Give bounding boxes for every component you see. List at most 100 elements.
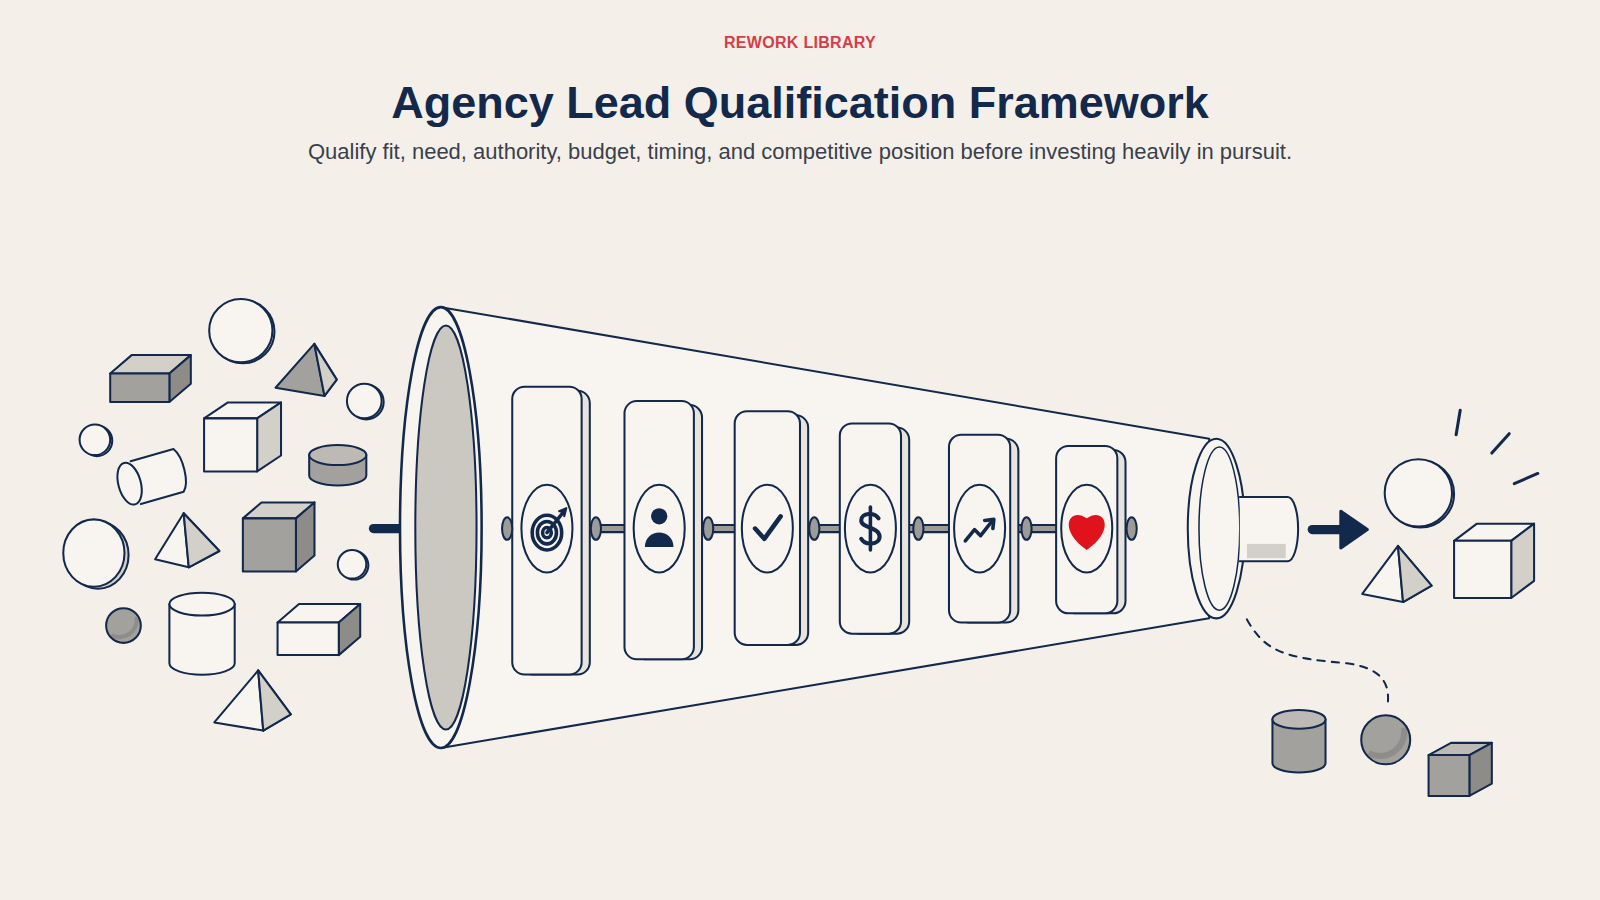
cylinder-shape	[169, 593, 234, 675]
icon-disc	[1061, 485, 1112, 573]
shape-stroke	[110, 373, 169, 402]
circle-outline	[338, 550, 367, 579]
shape-stroke	[184, 513, 220, 567]
panel-front	[840, 423, 901, 633]
dollar-bar	[869, 507, 873, 550]
person-head	[651, 508, 667, 524]
circle-shape	[80, 424, 113, 456]
sphere-body	[106, 608, 141, 643]
trend-line	[965, 521, 992, 540]
shape-stroke	[243, 518, 296, 571]
cube-shape	[1429, 743, 1492, 796]
library-label: REWORK LIBRARY	[0, 0, 1600, 52]
spark-stroke	[1456, 410, 1460, 434]
filter-panel	[840, 423, 909, 633]
filter-panel	[735, 411, 808, 645]
funnel-body	[441, 307, 1209, 748]
filter-panel	[624, 401, 702, 659]
nozzle-shade	[1247, 544, 1286, 558]
shape-stroke	[169, 355, 190, 402]
reject-path	[1247, 619, 1388, 704]
funnel-mouth-inner	[415, 326, 476, 730]
trend-arrowhead	[985, 519, 994, 528]
funnel-outlet-rim	[1188, 439, 1245, 619]
circle-shape	[338, 550, 369, 580]
cylinder-shape	[309, 445, 366, 485]
person-body	[645, 532, 674, 547]
cube-shape	[204, 402, 281, 471]
circle-outline	[80, 424, 111, 455]
shape-stroke	[296, 502, 315, 571]
panel-front	[735, 411, 800, 645]
pyramid-shape	[214, 670, 291, 730]
shape-stroke	[1398, 546, 1432, 602]
sphere-shape	[106, 608, 141, 643]
shape-stroke	[1429, 755, 1470, 796]
check-mark	[755, 516, 781, 538]
shape-stroke	[1511, 524, 1534, 598]
header: REWORK LIBRARY Agency Lead Qualification …	[0, 0, 1600, 167]
panel-front	[1056, 446, 1117, 613]
circle-outline	[209, 299, 272, 362]
circle-outline	[1385, 459, 1452, 526]
shape-stroke	[258, 670, 291, 730]
cube-shape	[243, 502, 315, 571]
rod-collar	[809, 517, 819, 539]
shape-stroke	[1454, 541, 1511, 598]
icon-disc	[954, 485, 1005, 573]
cylinder-shape	[1272, 710, 1325, 772]
filter-panel	[949, 435, 1018, 623]
sphere-shade	[111, 617, 136, 637]
cylinder-shape	[63, 519, 128, 588]
circle-shape	[209, 299, 274, 363]
filter-panel	[1056, 446, 1125, 613]
rod-collar	[591, 517, 601, 539]
shape-stroke	[204, 418, 257, 471]
sphere-body	[1361, 715, 1410, 764]
spark-lines	[1456, 410, 1538, 483]
qualification-funnel	[400, 307, 1298, 748]
rod-collar	[502, 517, 512, 539]
shape-stroke	[155, 513, 219, 567]
spark-stroke	[1514, 473, 1537, 483]
pyramid-shape	[1362, 546, 1431, 602]
pyramid-shape	[155, 513, 219, 567]
shape-stroke	[339, 604, 360, 655]
shape-stroke	[278, 622, 339, 655]
cylinder-top	[1272, 710, 1325, 729]
sphere-shade	[1369, 728, 1405, 757]
cylinder-end	[113, 460, 146, 507]
sphere-shape	[1361, 715, 1410, 764]
heart-icon	[1069, 515, 1105, 550]
arrow-head	[1341, 511, 1368, 548]
rod-collar	[703, 517, 713, 539]
box-shape	[278, 604, 361, 655]
icon-disc	[845, 485, 896, 573]
cylinder-top	[309, 445, 366, 465]
flow-arrow	[1312, 511, 1367, 548]
shape-stroke	[276, 344, 337, 396]
rod-collar	[1127, 517, 1137, 539]
cylinder-shape	[113, 449, 186, 507]
cylinder-top	[169, 593, 234, 616]
panel-front	[949, 435, 1010, 623]
circle-shape	[347, 384, 384, 420]
pyramid-shape	[276, 344, 337, 396]
shape-stroke	[214, 670, 291, 730]
box-shape	[110, 355, 191, 402]
circle-shape	[1385, 459, 1454, 527]
cube-shape	[1454, 524, 1534, 598]
icon-disc	[742, 485, 793, 573]
shape-stroke	[1469, 743, 1491, 796]
criteria-icons	[532, 507, 1105, 550]
funnel-outlet-inner	[1199, 447, 1240, 610]
funnel-nozzle	[1240, 497, 1298, 561]
rod-collar	[1021, 517, 1031, 539]
icon-disc	[521, 485, 572, 573]
shape-stroke	[257, 402, 281, 471]
circle-outline	[347, 384, 382, 419]
filter-panel	[512, 387, 590, 675]
page-title: Agency Lead Qualification Framework	[0, 76, 1600, 130]
spark-stroke	[1492, 434, 1509, 453]
